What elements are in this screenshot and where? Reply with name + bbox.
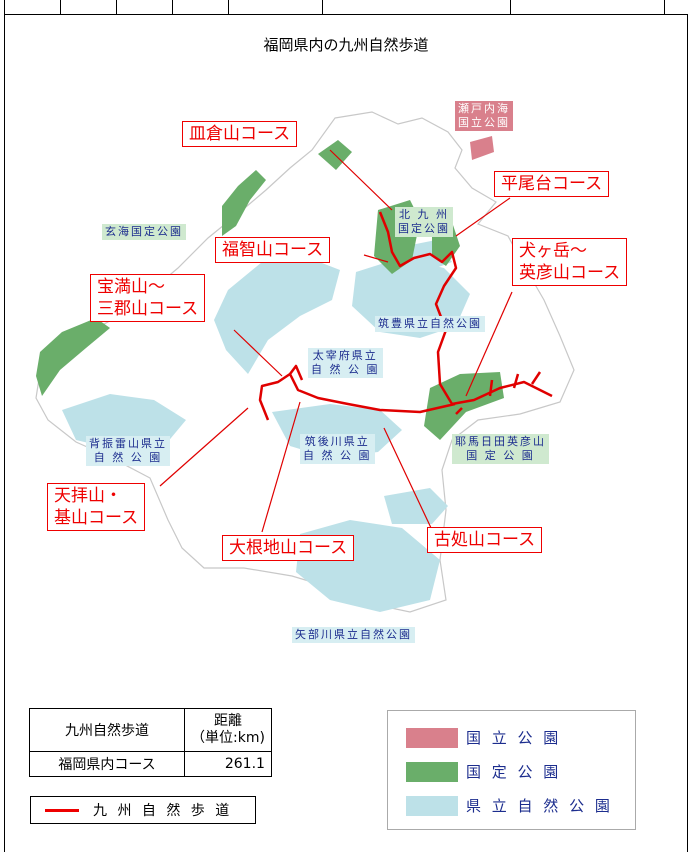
course-homan: 宝満山～ 三郡山コース	[90, 274, 206, 322]
distance-table: 九州自然歩道 距離 （単位:km) 福岡県内コース 261.1	[29, 708, 272, 777]
course-fukuchi: 福智山コース	[215, 237, 331, 263]
arrow-inugatake	[465, 291, 513, 397]
legend-quasi-label: 国 定 公 園	[466, 763, 562, 781]
course-ooneji: 大根地山コース	[222, 535, 355, 561]
label-dazaifu-park: 太宰府県立 自 然 公 園	[308, 348, 383, 378]
course-inugatake: 犬ヶ岳～ 英彦山コース	[512, 238, 628, 286]
distance-header-distance: 距離 （単位:km)	[184, 708, 272, 752]
legend-trail: 九 州 自 然 歩 道	[30, 796, 256, 824]
course-sarakura: 皿倉山コース	[182, 121, 298, 147]
trail-spur	[455, 371, 542, 415]
legend-trail-label: 九 州 自 然 歩 道	[93, 803, 233, 819]
distance-row-value: 261.1	[184, 751, 272, 777]
distance-header-course: 九州自然歩道	[29, 708, 185, 752]
park-area-genkai-1	[222, 170, 266, 236]
label-chikugogawa-park: 筑後川県立 自 然 公 園	[300, 434, 375, 464]
trail-swatch	[45, 808, 79, 812]
label-yabahita-park: 耶馬日田英彦山 国 定 公 園	[452, 434, 549, 464]
park-legend: 国 立 公 園 国 定 公 園 県 立 自 然 公 園	[387, 710, 636, 830]
arrow-ooneji	[261, 401, 301, 533]
legend-national-label: 国 立 公 園	[466, 729, 562, 747]
quasi-park-swatch	[406, 761, 458, 782]
park-area-dazaifu	[214, 256, 340, 374]
arrow-hiraodai	[455, 197, 511, 237]
park-area-lake	[384, 488, 448, 524]
figure-frame	[4, 14, 688, 852]
trail-line	[258, 211, 553, 421]
arrow-fukuchi	[363, 254, 389, 263]
distance-row-label: 福岡県内コース	[29, 751, 185, 777]
arrow-tenpai	[159, 407, 249, 487]
label-yabegawa-park: 矢部川県立自然公園	[292, 627, 415, 643]
label-kitakyushu-park: 北 九 州 国定公園	[395, 207, 453, 237]
table-fragment-top	[0, 0, 692, 14]
prefectural-park-swatch	[406, 795, 458, 816]
arrow-kosho	[383, 427, 433, 531]
park-area-setonaikai	[470, 136, 494, 160]
legend-row-national: 国 立 公 園	[406, 727, 561, 748]
legend-row-prefectural: 県 立 自 然 公 園	[406, 795, 613, 816]
label-chikuho-park: 筑豊県立自然公園	[375, 316, 485, 332]
course-kosho: 古処山コース	[427, 527, 543, 553]
label-setonaikai-park: 瀬戸内海 国立公園	[455, 101, 513, 131]
legend-row-quasi: 国 定 公 園	[406, 761, 561, 782]
arrow-sarakura	[329, 149, 393, 211]
label-sefuri-park: 背振雷山県立 自 然 公 園	[86, 436, 170, 466]
course-tenpai: 天拝山・ 基山コース	[47, 483, 146, 531]
label-genkai-park: 玄海国定公園	[102, 224, 186, 240]
national-park-swatch	[406, 727, 458, 748]
course-hiraodai: 平尾台コース	[494, 171, 610, 197]
park-area-genkai-3	[36, 318, 110, 396]
legend-prefectural-label: 県 立 自 然 公 園	[466, 797, 613, 815]
map-title: 福岡県内の九州自然歩道	[263, 36, 429, 54]
arrow-homan	[233, 329, 283, 377]
